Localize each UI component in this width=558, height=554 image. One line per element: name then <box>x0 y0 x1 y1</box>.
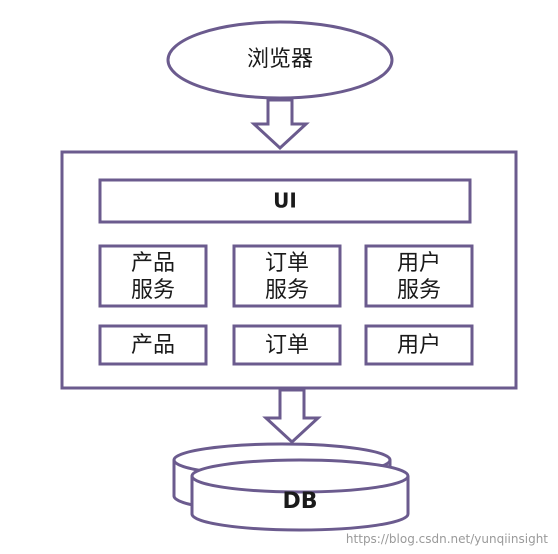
service-user: 用户 服务 <box>364 244 474 308</box>
service-order-line2: 服务 <box>265 278 309 303</box>
service-order-box <box>232 244 342 308</box>
browser-ellipse <box>166 20 394 100</box>
down-arrow-browser-to-app <box>250 98 310 151</box>
database-label: DB <box>282 489 317 514</box>
service-order: 订单 服务 <box>232 244 342 308</box>
browser-node: 浏览器 <box>166 20 394 100</box>
module-user-label: 用户 <box>397 333 441 358</box>
service-user-line2: 服务 <box>397 278 441 303</box>
database-node: DB <box>172 442 410 532</box>
database-front-cylinder-top <box>190 458 410 494</box>
down-arrow-app-to-db <box>262 388 322 445</box>
ui-box <box>98 178 472 224</box>
module-order: 订单 <box>232 324 342 366</box>
service-product-line2: 服务 <box>131 278 175 303</box>
service-product-box <box>98 244 208 308</box>
module-product-box <box>98 324 208 366</box>
watermark-text: https://blog.csdn.net/yunqiinsight <box>345 532 548 546</box>
module-user: 用户 <box>364 324 474 366</box>
module-product: 产品 <box>98 324 208 366</box>
service-user-box <box>364 244 474 308</box>
service-product-line1: 产品 <box>131 251 175 276</box>
service-product: 产品 服务 <box>98 244 208 308</box>
module-user-box <box>364 324 474 366</box>
browser-label: 浏览器 <box>247 47 313 72</box>
service-order-line1: 订单 <box>265 251 309 276</box>
module-product-label: 产品 <box>131 333 175 358</box>
module-order-box <box>232 324 342 366</box>
module-order-label: 订单 <box>265 333 309 358</box>
ui-layer: UI <box>98 178 472 224</box>
ui-label: UI <box>273 189 297 213</box>
service-user-line1: 用户 <box>397 251 441 276</box>
